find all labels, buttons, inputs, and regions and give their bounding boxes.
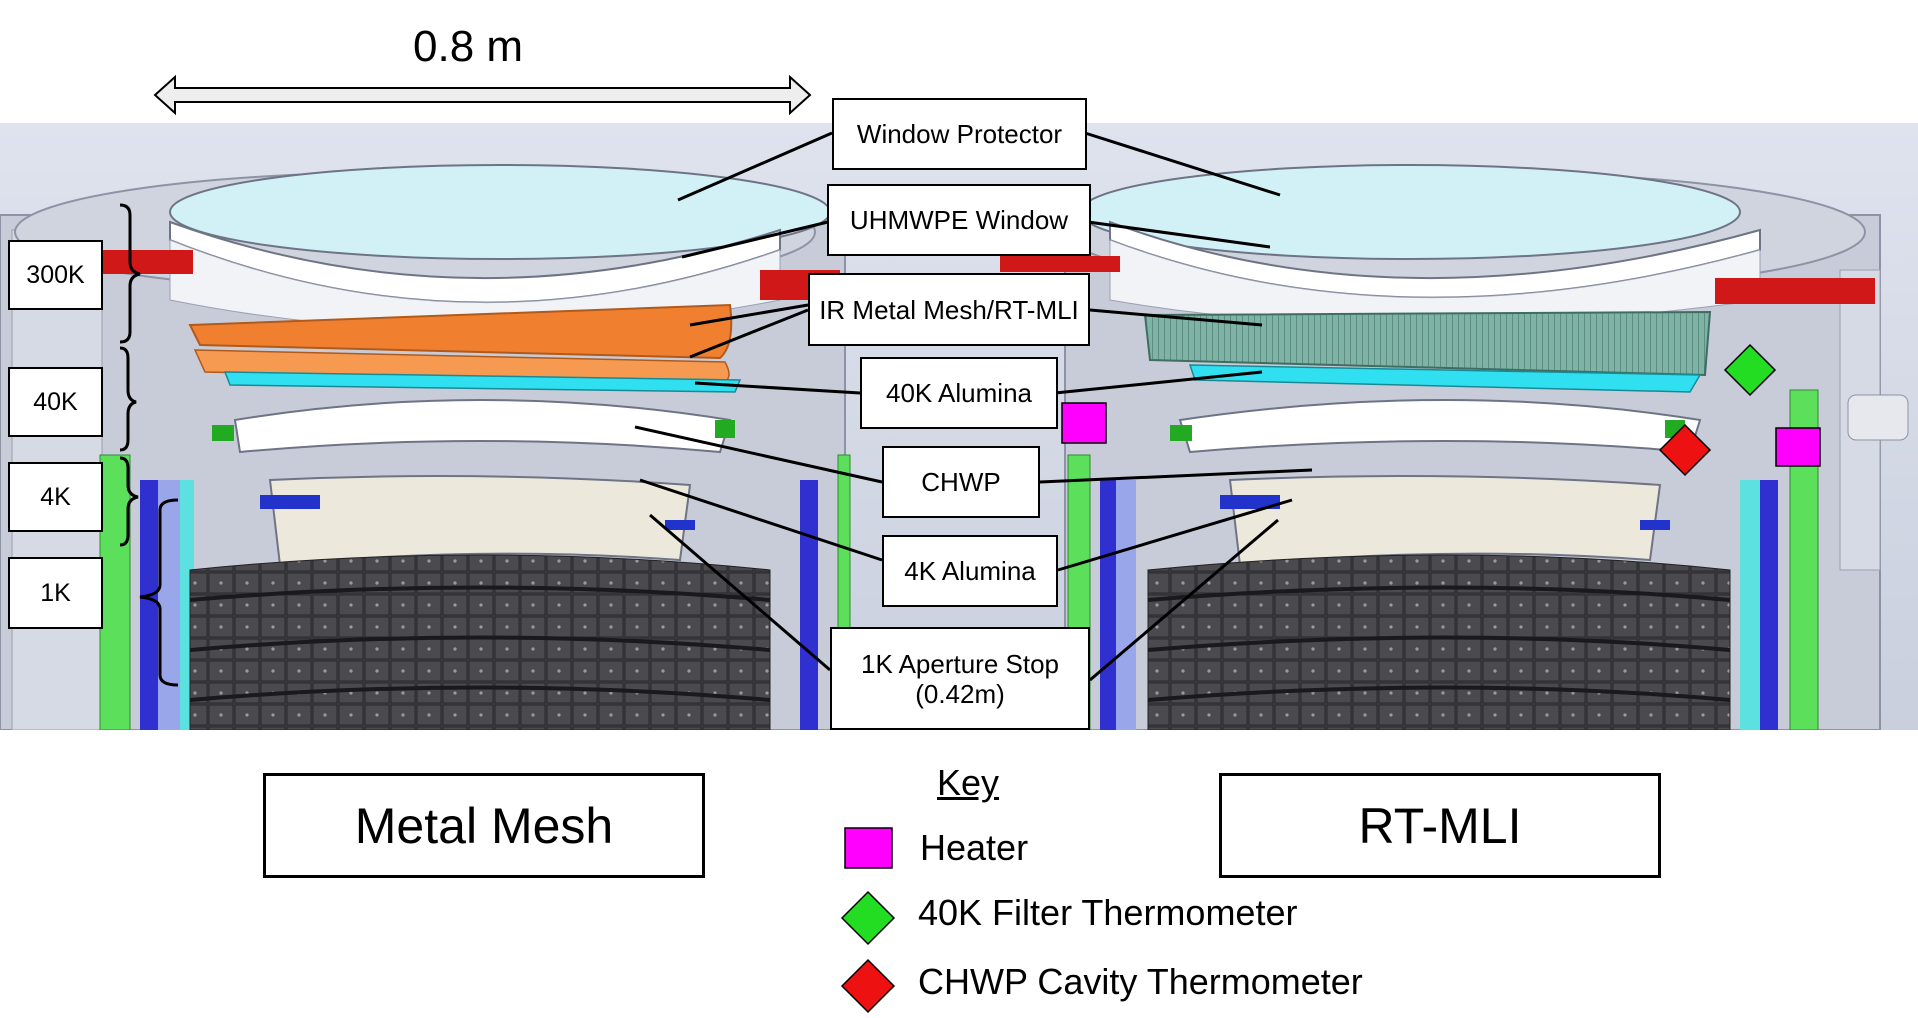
right-rt-mli bbox=[1143, 310, 1712, 377]
left-300k-band bbox=[98, 250, 193, 274]
stage-label-4k: 4K bbox=[8, 462, 103, 532]
scale-arrow bbox=[153, 74, 812, 116]
left-cryostat bbox=[0, 164, 851, 731]
heater-marker bbox=[1061, 402, 1107, 444]
diamond-icon bbox=[840, 958, 896, 1014]
panel-title-rt-mli: RT-MLI bbox=[1219, 773, 1661, 878]
callout-window-protector: Window Protector bbox=[832, 98, 1087, 170]
panel-title-metal-mesh: Metal Mesh bbox=[263, 773, 705, 878]
callout-4k-alumina: 4K Alumina bbox=[882, 535, 1058, 607]
left-4k-alumina bbox=[268, 475, 692, 567]
key-title: Key bbox=[937, 762, 1000, 803]
right-cryostat bbox=[1000, 164, 1909, 731]
stage-label-1k: 1K bbox=[8, 557, 103, 629]
callout-chwp: CHWP bbox=[882, 446, 1040, 518]
key-label-filter-thermometer: 40K Filter Thermometer bbox=[918, 892, 1298, 933]
left-lens-stack bbox=[189, 554, 771, 731]
left-40k-alumina bbox=[223, 371, 742, 393]
right-lens-stack bbox=[1147, 554, 1731, 731]
scale-label: 0.8 m bbox=[413, 22, 524, 71]
left-4k-shield bbox=[99, 454, 131, 731]
right-300k-band bbox=[1000, 256, 1120, 272]
right-1k-shield bbox=[1100, 480, 1116, 730]
key-label-cavity-thermometer: CHWP Cavity Thermometer bbox=[918, 961, 1363, 1002]
stage-label-40k: 40K bbox=[8, 367, 103, 437]
leader-lines bbox=[634, 131, 1313, 682]
callout-ir-metal-mesh: IR Metal Mesh/RT-MLI bbox=[808, 273, 1090, 346]
diamond-icon bbox=[840, 890, 896, 946]
right-40k-alumina bbox=[1188, 364, 1702, 393]
callout-uhmwpe-window: UHMWPE Window bbox=[827, 184, 1091, 256]
callout-1k-aperture-stop: 1K Aperture Stop (0.42m) bbox=[830, 627, 1090, 730]
cavity-thermometer-marker bbox=[1658, 423, 1712, 477]
left-1k-shield bbox=[140, 480, 158, 730]
callout-40k-alumina: 40K Alumina bbox=[860, 357, 1058, 429]
key-label-heater: Heater bbox=[920, 827, 1029, 868]
heater-marker bbox=[1775, 427, 1821, 467]
right-4k-alumina bbox=[1228, 475, 1662, 567]
stage-braces bbox=[119, 203, 179, 687]
square-icon bbox=[844, 827, 893, 869]
filter-thermometer-marker bbox=[1723, 343, 1777, 397]
stage-label-300k: 300K bbox=[8, 240, 103, 310]
